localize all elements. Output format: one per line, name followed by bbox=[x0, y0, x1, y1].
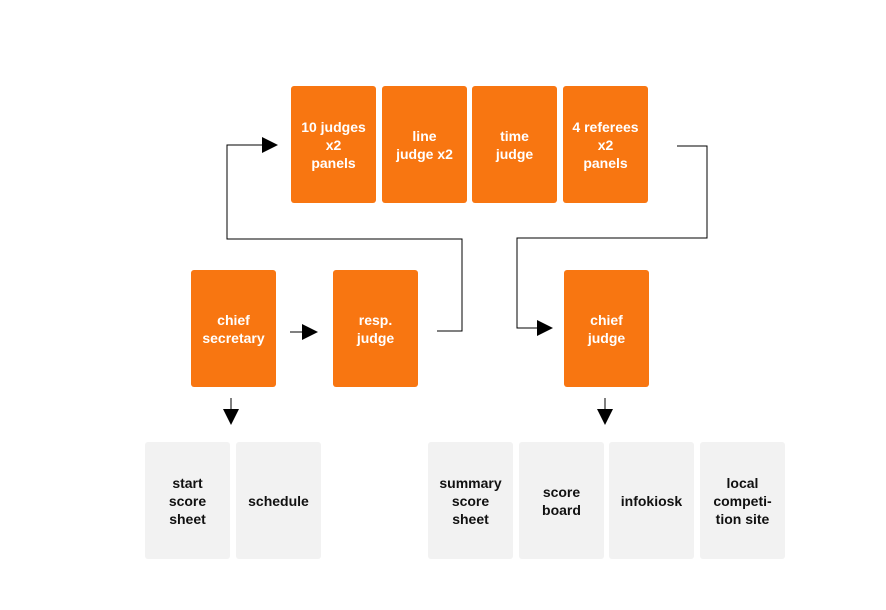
chief-judge-box: chief judge bbox=[564, 270, 649, 387]
chief-secretary-box: chief secretary bbox=[191, 270, 276, 387]
score-board-box: score board bbox=[519, 442, 604, 559]
arrow-head-chief-judge-outputs bbox=[597, 409, 613, 425]
referees-box: 4 referees x2 panels bbox=[563, 86, 648, 203]
line-judge-box: line judge x2 bbox=[382, 86, 467, 203]
start-score-sheet-box: start score sheet bbox=[145, 442, 230, 559]
arrow-head-to-judges bbox=[262, 137, 278, 153]
judges-panels-box: 10 judges x2 panels bbox=[291, 86, 376, 203]
infokiosk-box: infokiosk bbox=[609, 442, 694, 559]
resp-judge-box: resp. judge bbox=[333, 270, 418, 387]
arrow-head-secretary-outputs bbox=[223, 409, 239, 425]
schedule-box: schedule bbox=[236, 442, 321, 559]
summary-score-sheet-box: summary score sheet bbox=[428, 442, 513, 559]
local-competition-site-box: local competi- tion site bbox=[700, 442, 785, 559]
time-judge-box: time judge bbox=[472, 86, 557, 203]
arrow-head-to-chief-judge bbox=[537, 320, 553, 336]
arrow-head-to-resp-judge bbox=[302, 324, 318, 340]
